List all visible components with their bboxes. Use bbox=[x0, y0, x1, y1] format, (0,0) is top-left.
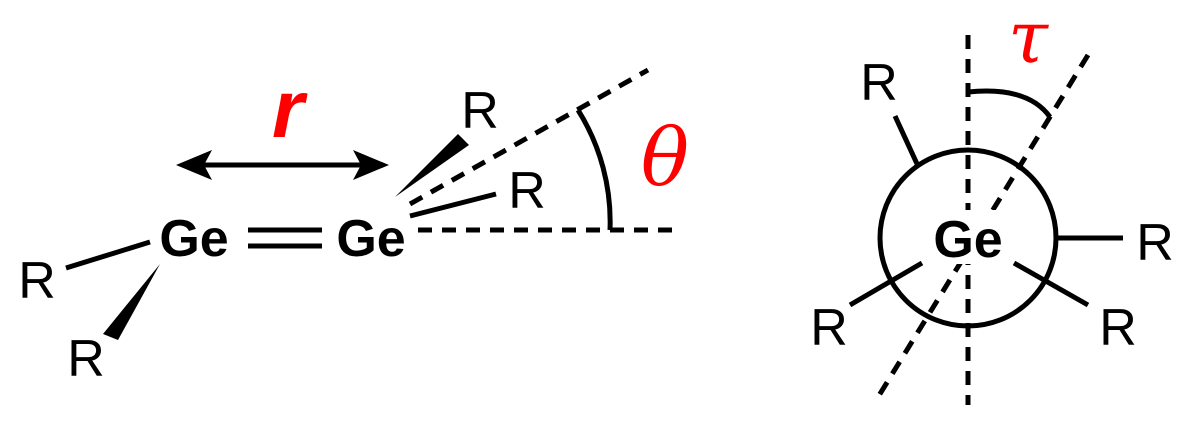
ge-atom-left: Ge bbox=[159, 210, 228, 268]
angle-label: θ bbox=[641, 111, 689, 204]
torsion-arc bbox=[967, 88, 1053, 119]
substituent-r-lower-right: R bbox=[1099, 299, 1137, 357]
substituent-r-bottom: R bbox=[67, 330, 105, 388]
newman-projection: τ Ge R R R R bbox=[810, 0, 1174, 405]
ge-label-backdrop bbox=[926, 210, 1012, 264]
substituent-r-right: R bbox=[1136, 214, 1174, 272]
front-bond-right bbox=[1012, 260, 1090, 308]
wedge-bond-left-ge bbox=[103, 264, 160, 340]
bond-length-label: r bbox=[272, 64, 308, 155]
front-bond-left bbox=[848, 260, 924, 308]
substituent-r-top: R bbox=[461, 82, 499, 140]
substituent-r-lower-left: R bbox=[810, 299, 848, 357]
angle-arc bbox=[575, 108, 613, 231]
substituent-r-left: R bbox=[18, 252, 56, 310]
substituent-r-upper-left: R bbox=[860, 54, 898, 112]
bond-right-ge-r-plain bbox=[409, 191, 497, 219]
ge-atom-right: Ge bbox=[336, 210, 405, 268]
dashed-reference-upper bbox=[408, 67, 650, 207]
ge-atom-center: Ge bbox=[933, 211, 1002, 269]
wedge-bond-right-ge bbox=[395, 134, 469, 197]
bond-length-arrow bbox=[176, 150, 389, 180]
digermene-side-view: r Ge Ge θ R R R R bbox=[18, 64, 689, 388]
torsion-label: τ bbox=[1008, 0, 1049, 79]
back-bond-upper-left bbox=[892, 114, 921, 168]
bond-left-ge-r-plain bbox=[65, 239, 151, 271]
substituent-r-mid: R bbox=[508, 162, 546, 220]
